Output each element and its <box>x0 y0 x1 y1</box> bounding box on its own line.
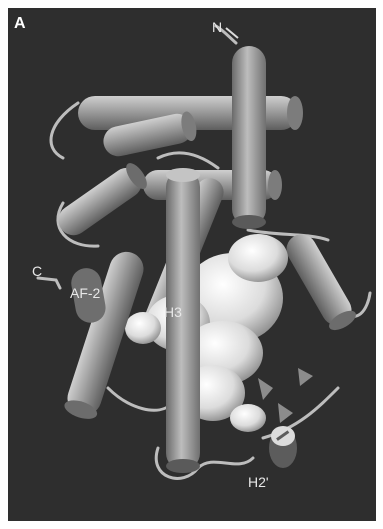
panel-letter: A <box>14 15 26 32</box>
helix-n-terminal-vertical <box>232 46 266 229</box>
helix-h3 <box>166 168 200 473</box>
c-terminus-label: C <box>32 263 42 279</box>
n-terminus-label: N <box>212 19 222 35</box>
h2-prime-label: H2' <box>248 474 269 490</box>
protein-ribbon-rendering: A N C AF-2 H3 H2' <box>8 8 376 521</box>
h3-label: H3 <box>164 304 182 320</box>
af2-label: AF-2 <box>70 285 101 301</box>
protein-structure-svg: A N C AF-2 H3 H2' <box>8 8 376 521</box>
